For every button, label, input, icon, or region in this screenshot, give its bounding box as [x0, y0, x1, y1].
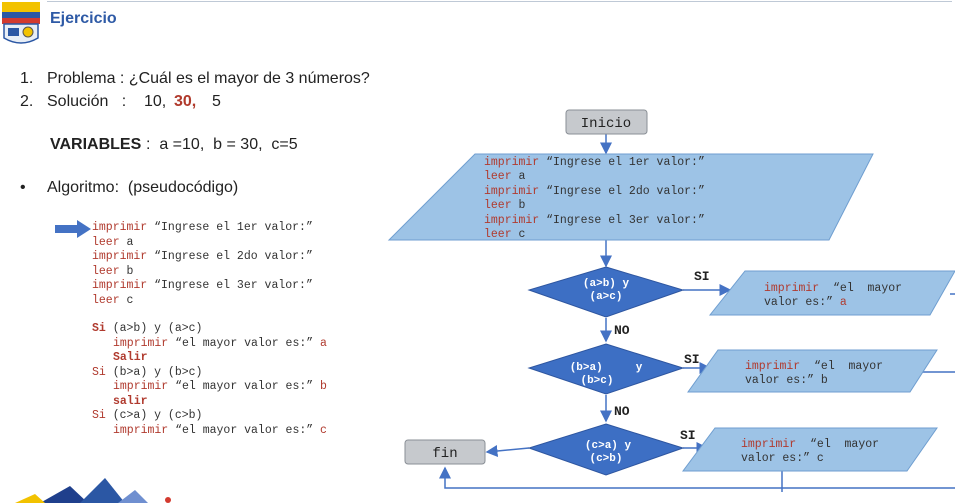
- code-line: salir: [113, 394, 148, 408]
- variables-text: : a =10, b = 30, c=5: [146, 136, 298, 153]
- code-line: imprimir “el mayor valor es:” a: [113, 336, 327, 350]
- decision-1-line-1: (a>b) y: [583, 278, 630, 290]
- output-parallelogram-2: [687, 349, 938, 393]
- page-title: Ejercicio: [50, 10, 117, 27]
- decision-3: [527, 423, 685, 476]
- si-label-2: SI: [684, 352, 700, 367]
- header-divider: [47, 1, 952, 2]
- code-line: imprimir “Ingrese el 1er valor:”: [92, 221, 313, 234]
- si-label-3: SI: [680, 428, 696, 443]
- output-1-line-1: imprimir “el mayor: [764, 282, 902, 295]
- decision-3-line-2: (c>b): [589, 453, 622, 465]
- code-line: Si (c>a) y (c>b): [92, 409, 203, 422]
- output-parallelogram-3: [682, 427, 938, 472]
- decision-2-line-2: (b>c): [580, 375, 613, 387]
- solution-value-3: 5: [212, 93, 221, 110]
- code-line: Salir: [113, 351, 148, 364]
- code-line: imprimir “Ingrese el 2do valor:”: [92, 250, 313, 263]
- flowchart: Inicio imprimir “Ingrese el 1er valor:” …: [387, 109, 955, 492]
- variables-label: VARIABLES: [50, 136, 142, 153]
- problem-text: Problema : ¿Cuál es el mayor de 3 número…: [47, 70, 370, 87]
- pointer-arrow-icon: [55, 220, 91, 238]
- output-3-line-1: imprimir “el mayor: [741, 438, 879, 451]
- output-2-line-1: imprimir “el mayor: [745, 360, 883, 373]
- flowchart-start: [565, 109, 648, 135]
- solution-value-2: 30,: [174, 93, 197, 110]
- decision-3-line-1: (c>a) y: [585, 440, 632, 452]
- decorative-graphic: [15, 478, 171, 503]
- flowchart-end: [404, 439, 486, 465]
- code-line: leer a: [92, 235, 134, 249]
- output-parallelogram-1: [708, 270, 955, 316]
- input-line-4: leer b: [484, 199, 526, 212]
- input-line-5: imprimir “Ingrese el 3er valor:”: [484, 214, 705, 227]
- code-line: imprimir “Ingrese el 3er valor:”: [92, 279, 313, 292]
- decision-2: [527, 343, 685, 395]
- code-line: leer c: [92, 293, 134, 307]
- algoritmo-label: Algoritmo: (pseudocódigo): [47, 179, 239, 196]
- decision-1-line-2: (a>c): [589, 291, 622, 303]
- list-number-2: 2.: [20, 93, 34, 110]
- output-3-line-2: valor es:” c: [741, 452, 824, 465]
- no-label-2: NO: [614, 404, 630, 419]
- no-label-1: NO: [614, 323, 630, 338]
- start-label: Inicio: [581, 116, 631, 132]
- input-line-3: imprimir “Ingrese el 2do valor:”: [484, 185, 705, 198]
- input-line-6: leer c: [484, 228, 526, 241]
- code-line: imprimir “el mayor valor es:” b: [113, 380, 327, 393]
- bullet: •: [20, 179, 26, 196]
- output-2-line-2: valor es:” b: [745, 374, 828, 387]
- input-line-2: leer a: [484, 170, 526, 183]
- end-label: fin: [432, 446, 457, 462]
- solution-label: Solución :: [47, 93, 127, 110]
- code-line: imprimir “el mayor valor es:” c: [113, 423, 327, 437]
- solution-value-1: 10,: [144, 93, 167, 110]
- code-line: Si (a>b) y (a>c): [92, 322, 203, 335]
- input-parallelogram: [387, 153, 874, 241]
- list-number-1: 1.: [20, 70, 34, 87]
- code-line: leer b: [92, 264, 134, 278]
- input-line-1: imprimir “Ingrese el 1er valor:”: [484, 156, 705, 169]
- output-1-line-2: valor es:” a: [764, 296, 847, 309]
- decision-2-line-1: (b>a) y: [570, 362, 643, 374]
- university-logo: [2, 2, 40, 44]
- decision-1: [527, 266, 685, 318]
- code-line: Si (b>a) y (b>c): [92, 365, 203, 379]
- si-label-1: SI: [694, 269, 710, 284]
